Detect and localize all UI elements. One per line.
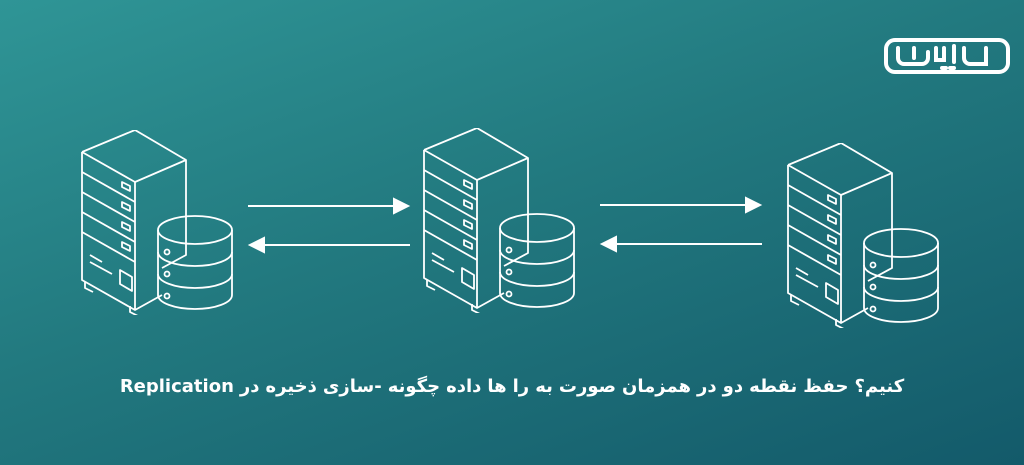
- title-word: همزمان: [622, 376, 692, 397]
- server-icon: [787, 143, 939, 328]
- sync-arrows-2: [599, 196, 763, 253]
- server-database-group-1: [81, 130, 233, 315]
- server-icon: [81, 130, 233, 315]
- sync-arrows-1: [247, 197, 411, 254]
- title-word: چگونه: [387, 376, 441, 397]
- title-word: داده: [446, 376, 482, 397]
- title-word: را: [512, 376, 530, 397]
- server-database-group-2: [423, 128, 575, 313]
- title-word: در: [239, 376, 260, 397]
- title-word: حفظ: [803, 376, 849, 397]
- title-word: ها: [487, 376, 507, 397]
- title-word: ذخیره: [265, 376, 317, 397]
- server-icon: [423, 128, 575, 313]
- title-word: نقطه: [749, 376, 798, 397]
- title-word: سازی-: [322, 376, 382, 397]
- server-database-group-3: [787, 143, 939, 328]
- title-word: به: [535, 376, 553, 397]
- title-word: دو: [722, 376, 744, 397]
- title-word: کنیم؟: [854, 376, 905, 397]
- title-word: Replication: [119, 376, 234, 397]
- title-word: صورت: [558, 376, 617, 397]
- title-word: در: [697, 376, 717, 397]
- logo: [884, 38, 1010, 78]
